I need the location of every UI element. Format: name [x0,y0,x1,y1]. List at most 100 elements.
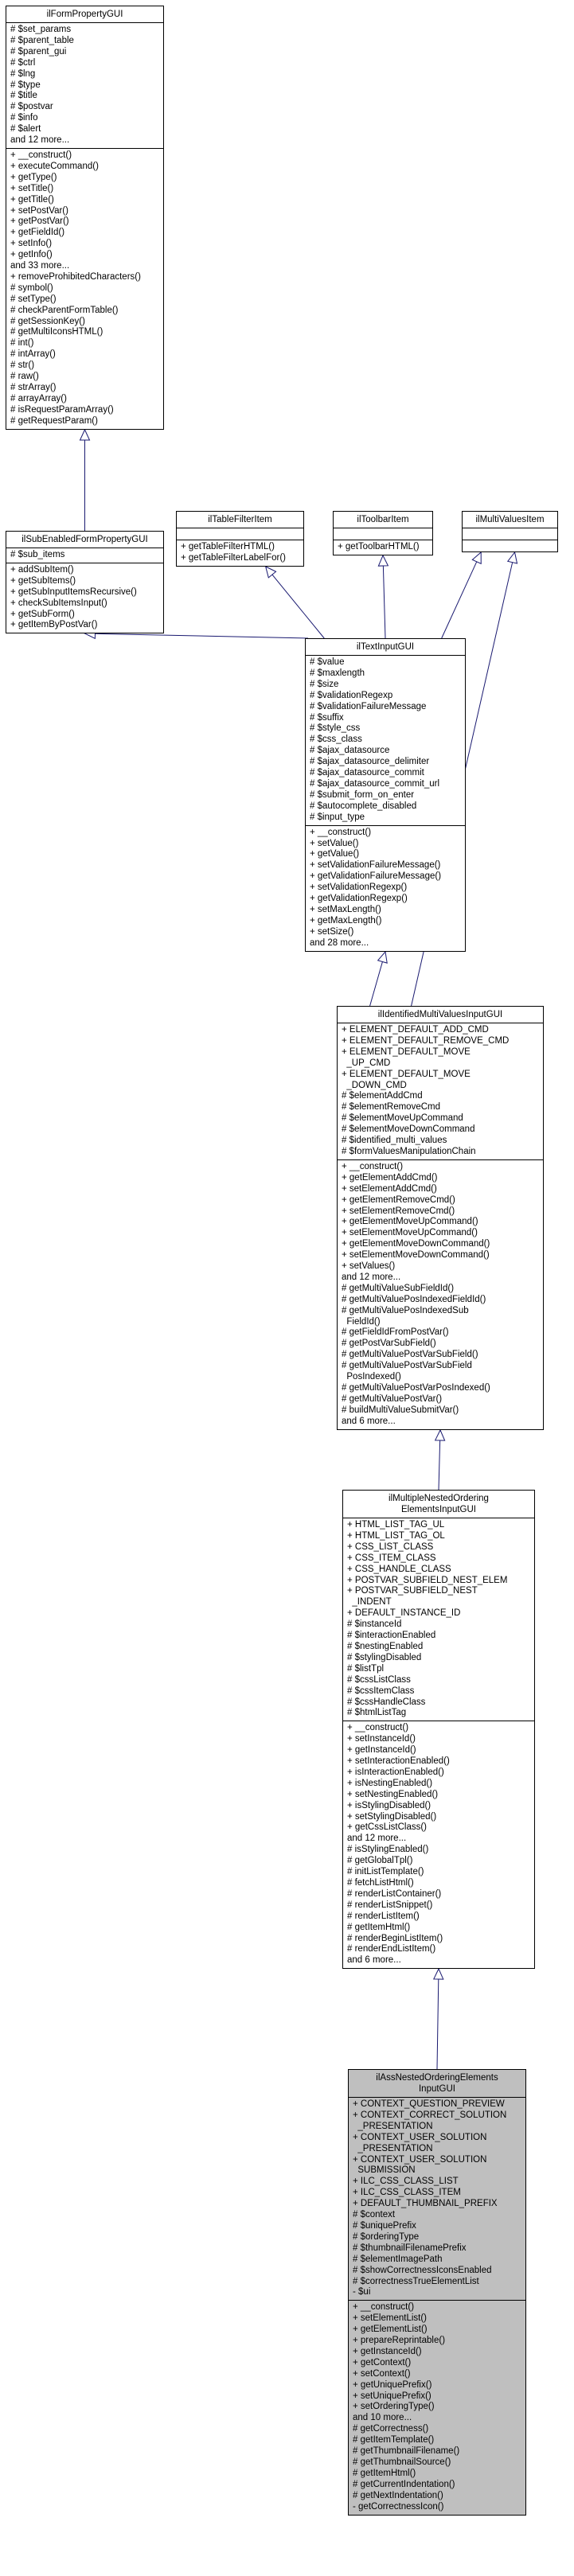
attribute-row: # $uniquePrefix [353,2220,416,2231]
operation-row: # getThumbnailSource() [353,2457,451,2467]
attribute-row: # $cssListClass [347,1674,411,1685]
class-title: ilIdentifiedMultiValuesInputGUI [338,1007,543,1023]
class-ilSubEnabledFormPropertyGUI[interactable]: ilSubEnabledFormPropertyGUI # $sub_items… [6,531,164,634]
operation-row: # getMultiValuePostVarSubField() [342,1350,478,1360]
operation-row: + getContext() [353,2357,412,2368]
operation-row: and 12 more... [347,1834,407,1844]
operation-row: # checkParentFormTable() [10,305,119,315]
class-ilTableFilterItem[interactable]: ilTableFilterItem + getTableFilterHTML()… [176,511,304,567]
operation-row: + getCssListClass() [347,1822,428,1833]
operation-row: # isStylingEnabled() [347,1845,429,1855]
operation-row: + __construct() [347,1723,409,1733]
operation-row: + getItemByPostVar() [10,620,98,630]
class-attributes: + CONTEXT_QUESTION_PREVIEW+ CONTEXT_CORR… [349,2098,525,2301]
operation-row: + setStylingDisabled() [347,1811,437,1822]
attribute-row: # $htmlListTag [347,1708,407,1718]
edge-textinput-to-toolbaritem-arrowhead [377,554,389,567]
attribute-row: + CONTEXT_USER_SOLUTION [353,2132,487,2142]
class-ilMultiValuesItem[interactable]: ilMultiValuesItem [462,511,558,552]
operation-row: + getMaxLength() [310,915,382,926]
operation-row: + getElementMoveDownCommand() [342,1239,490,1249]
operation-row: # getItemHtml() [347,1922,411,1932]
attribute-row: # $nestingEnabled [347,1641,424,1651]
operation-row: + isInteractionEnabled() [347,1767,444,1777]
operation-row: # getCorrectness() [353,2424,429,2434]
attribute-row: # $ajax_datasource [310,746,390,756]
edge-assnested-to-nestedordering-arrowhead [433,1967,444,1980]
attribute-row: # $sub_items [10,550,65,559]
operation-row: # setType() [10,294,57,304]
operation-row: + __construct() [353,2302,415,2313]
edge-textinput-to-multivaluesitem [441,561,478,639]
class-ilFormPropertyGUI[interactable]: ilFormPropertyGUI # $set_params# $parent… [6,6,164,430]
operation-row: + setMaxLength() [310,904,381,914]
attribute-row: # $orderingType [353,2231,420,2242]
operation-row: + removeProhibitedCharacters() [10,271,141,282]
attribute-row: + ILC_CSS_CLASS_LIST [353,2177,459,2187]
attribute-row: _PRESENTATION [353,2121,433,2131]
operation-row: and 12 more... [342,1272,401,1282]
operation-row: + __construct() [310,827,372,837]
class-name-line: ilToolbarItem [357,515,409,524]
class-ilIdentifiedMultiValuesInputGUI[interactable]: ilIdentifiedMultiValuesInputGUI + ELEMEN… [337,1006,544,1430]
attribute-row: # $title [10,91,37,101]
operation-row: PosIndexed() [342,1372,401,1382]
class-name-line: ElementsInputGUI [401,1505,476,1514]
attribute-row: _DOWN_CMD [342,1080,407,1090]
attribute-row: + CSS_ITEM_CLASS [347,1553,436,1563]
attribute-row: # $maxlength [310,668,365,678]
edge-nestedordering-to-identifiedmulti [438,1440,441,1491]
attribute-row: # $ajax_datasource_commit [310,768,424,778]
attribute-row: + ILC_CSS_CLASS_ITEM [353,2188,461,2198]
attribute-row: # $instanceId [347,1619,402,1630]
operation-row: + prepareReprintable() [353,2336,446,2346]
class-name-line: ilMultiValuesItem [475,515,545,524]
attribute-row: # $ajax_datasource_delimiter [310,757,430,767]
operation-row: + setPostVar() [10,205,68,216]
class-ilToolbarItem[interactable]: ilToolbarItem + getToolbarHTML() [333,511,433,555]
attribute-row: + CONTEXT_CORRECT_SOLUTION [353,2110,507,2120]
class-name-line: ilMultipleNestedOrdering [389,1494,489,1503]
attribute-row: # $suffix [310,712,344,723]
operation-row: # getItemHtml() [353,2468,416,2478]
operation-row: # getMultiValuePostVar() [342,1393,443,1404]
attribute-row: - $ui [353,2287,371,2297]
edge-textinput-to-tablefilteritem [271,574,325,639]
attribute-row: # $size [310,679,339,689]
operation-row: + getValidationFailureMessage() [310,871,442,882]
attribute-row: # $parent_gui [10,46,67,57]
attribute-row: + CONTEXT_QUESTION_PREVIEW [353,2099,505,2109]
operation-row: + getValidationRegexp() [310,894,408,904]
attribute-row: # $elementRemoveCmd [342,1102,441,1113]
class-name-line: ilTableFilterItem [208,515,272,524]
operation-row: # renderEndListItem() [347,1944,436,1954]
operation-row: + getElementAddCmd() [342,1172,438,1183]
attribute-row: SUBMISSION [353,2165,416,2176]
operation-row: # raw() [10,372,39,382]
operation-row: and 10 more... [353,2413,412,2423]
attribute-row: # $formValuesManipulationChain [342,1146,476,1156]
operation-row: and 28 more... [310,937,369,948]
operation-row: + __construct() [342,1161,404,1171]
operation-row: + getTableFilterHTML() [181,542,275,551]
operation-row: + getElementMoveUpCommand() [342,1217,478,1227]
operation-row: # renderBeginListItem() [347,1933,443,1943]
attribute-row: # $elementImagePath [353,2254,443,2264]
attribute-row: _UP_CMD [342,1058,391,1068]
operation-row: # getGlobalTpl() [347,1856,413,1866]
operation-row: + setElementAddCmd() [342,1183,437,1194]
operation-row: + isStylingDisabled() [347,1800,431,1810]
class-operations [463,540,557,551]
operation-row: + getUniquePrefix() [353,2379,432,2390]
class-attributes: + HTML_LIST_TAG_UL+ HTML_LIST_TAG_OL+ CS… [343,1518,534,1722]
operation-row: + setOrderingType() [353,2402,435,2412]
attribute-row: # $cssHandleClass [347,1697,426,1707]
attribute-row: # $interactionEnabled [347,1631,436,1641]
operation-row: # getMultiValuePostVarPosIndexed() [342,1383,490,1393]
class-ilTextInputGUI[interactable]: ilTextInputGUI # $value# $maxlength# $si… [305,638,466,952]
operation-row: + setTitle() [10,183,54,193]
attribute-row: # $parent_table [10,35,74,45]
